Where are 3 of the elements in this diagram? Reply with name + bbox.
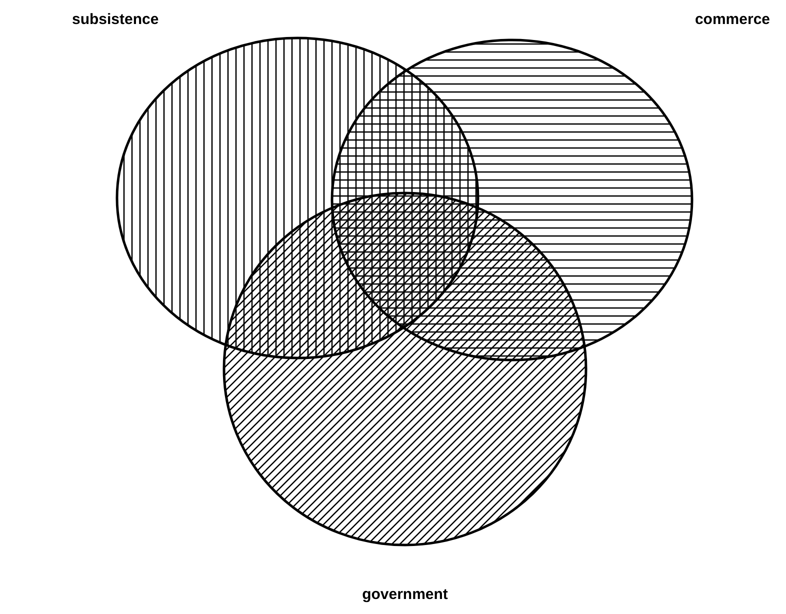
circle-label: government [362,586,448,603]
circle-label: subsistence [72,11,159,28]
circle-label: commerce [694,11,770,28]
